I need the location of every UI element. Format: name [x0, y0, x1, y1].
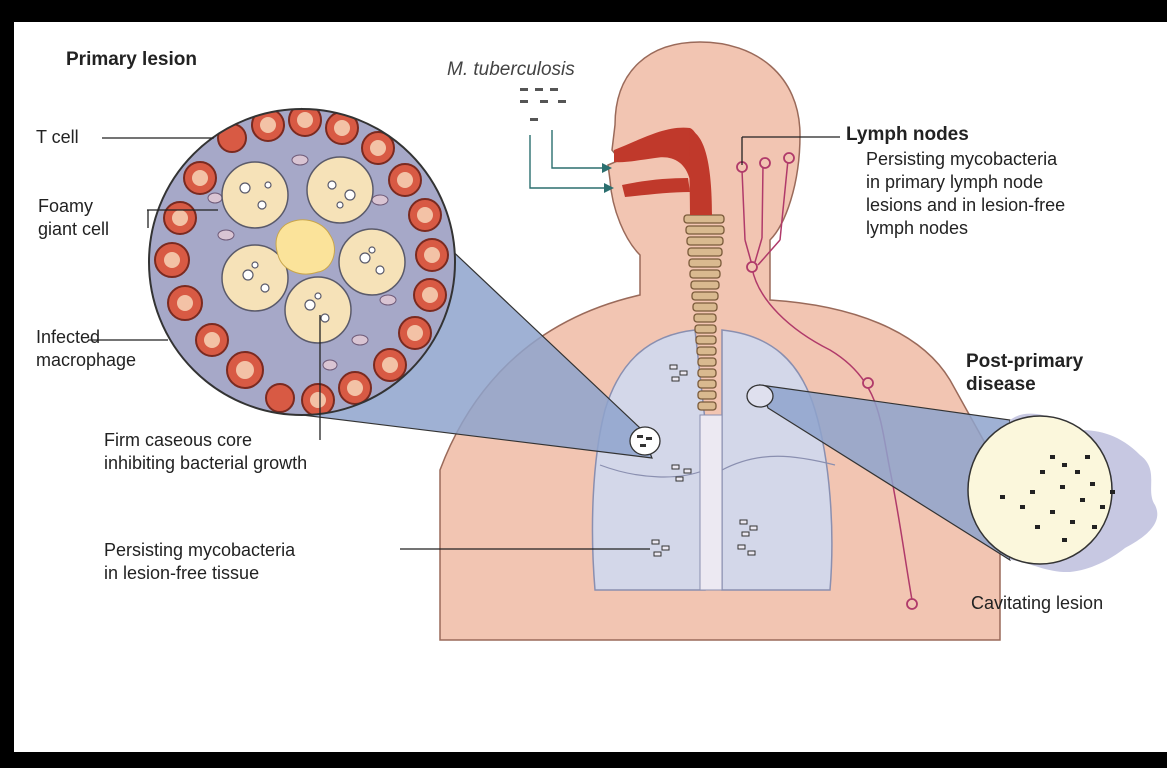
persisting-tissue-label: Persisting mycobacteria in lesion-free t…: [104, 539, 295, 585]
infected-macrophage-label: Infected macrophage: [36, 326, 136, 372]
t-cell-label: T cell: [36, 126, 79, 149]
cavitating-lesion: [968, 416, 1112, 564]
post-primary-title: Post-primary disease: [966, 350, 1083, 396]
inhalation-arrows: [530, 130, 605, 188]
m-tuberculosis-label: M. tuberculosis: [447, 58, 575, 81]
primary-lesion-title: Primary lesion: [66, 48, 197, 71]
airborne-bacteria: [520, 88, 566, 121]
cavitating-lesion-label: Cavitating lesion: [971, 592, 1103, 615]
lymph-nodes-description: Persisting mycobacteria in primary lymph…: [866, 148, 1065, 240]
caseous-core-label: Firm caseous core inhibiting bacterial g…: [104, 429, 307, 475]
foamy-giant-cell-label: Foamy giant cell: [38, 195, 109, 241]
trachea-base: [700, 415, 722, 590]
lymph-nodes-title: Lymph nodes: [846, 123, 969, 146]
primary-lesion-magnified: [149, 104, 455, 416]
post-primary-spot: [747, 385, 773, 407]
primary-lesion-spot: [630, 427, 660, 455]
